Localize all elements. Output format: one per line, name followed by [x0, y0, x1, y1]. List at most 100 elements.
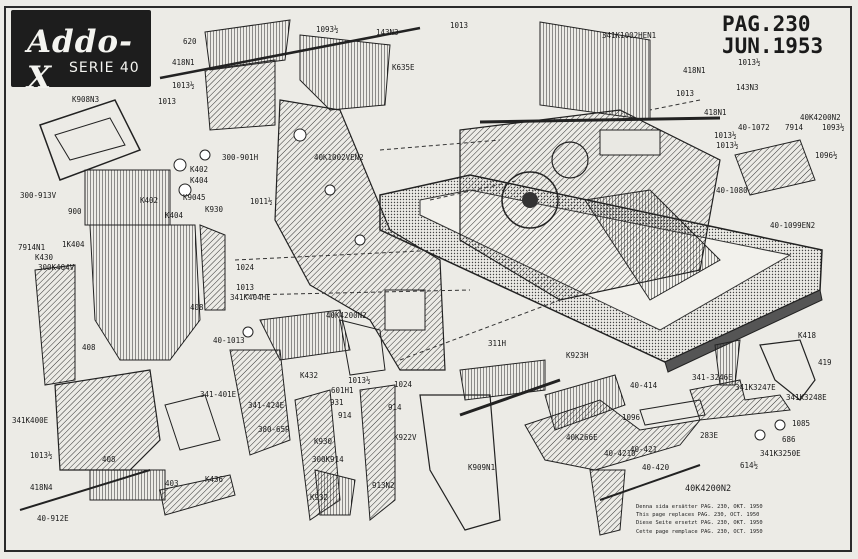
note-row: This page replaces PAG. 230, OCT. 1950 [636, 511, 763, 519]
part-label: K909N1 [468, 463, 495, 472]
note-text: Cette page remplace [636, 528, 698, 535]
page-date: JUN.1953 [722, 34, 824, 58]
part-label: 341K400E [12, 416, 49, 425]
part-label: 620 [183, 37, 197, 46]
part-label: 1013½ [172, 81, 195, 90]
part-label: 341K1002HEN1 [602, 31, 656, 40]
part-label: 40-1080 [716, 186, 748, 195]
key-plate [524, 374, 706, 536]
part-label: 1096 [622, 413, 641, 422]
part-label: 283E [700, 431, 719, 440]
part-label: 1093½ [316, 25, 339, 34]
key-bracket [39, 99, 142, 181]
part-label: K923H [566, 351, 589, 360]
part-label: K930 [205, 205, 224, 214]
part-label: 40-1099EN2 [770, 221, 815, 230]
part-label: 1013 [450, 21, 468, 30]
part-label: 40K1002VEN2 [314, 153, 364, 162]
note-text: Diese Seite ersetzt [636, 520, 698, 527]
part-label: 40K4200N2 [326, 311, 367, 320]
part-label: 1024 [236, 263, 255, 272]
main-mechanism-assembly [459, 21, 721, 301]
part-label: 1096½ [815, 151, 838, 160]
part-label: 341K3250E [760, 449, 801, 458]
part-label: K402 [190, 165, 208, 174]
part-label: 40-420 [642, 463, 670, 472]
note-ref: PAG. 230, OCT. 1950 [700, 528, 763, 535]
part-label: 408 [102, 455, 116, 464]
part-label: 403 [165, 479, 179, 488]
part-label: 300K914 [312, 455, 344, 464]
note-row: Denna sida ersätter PAG. 230, OKT. 1950 [636, 503, 763, 511]
side-plate [274, 99, 446, 371]
part-label: 1013½ [30, 451, 53, 460]
note-row: Cette page remplace PAG. 230, OCT. 1950 [636, 528, 763, 536]
middle-linkage [229, 309, 386, 456]
part-label: 686 [782, 435, 796, 444]
part-label: 300K404V [38, 263, 75, 272]
part-label: K432 [300, 371, 318, 380]
part-label: 914 [388, 403, 402, 412]
part-label: 418N1 [172, 58, 195, 67]
part-label: 1024 [394, 380, 413, 389]
part-label: 1013½ [738, 58, 761, 67]
part-label: 40-1013 [213, 336, 245, 345]
part-label: 341K3248E [786, 393, 827, 402]
part-label: 614½ [740, 461, 759, 470]
part-label: 40-912E [37, 514, 69, 523]
part-label: 1013 [158, 97, 176, 106]
part-label: 1011½ [250, 197, 273, 206]
part-label: 900 [68, 207, 82, 216]
sector-gears [84, 149, 211, 226]
part-label: 914 [338, 411, 352, 420]
part-label: 408 [82, 343, 96, 352]
logo-name: Addo-X [27, 24, 133, 96]
part-label: 7914 [785, 123, 804, 132]
part-label: 40-4210 [604, 449, 636, 458]
part-label: K404 [190, 176, 209, 185]
part-label: K404 [165, 211, 184, 220]
note-ref: PAG. 230, OKT. 1950 [700, 520, 763, 527]
part-label: K418 [798, 331, 817, 340]
logo-series: SERIE 40 [69, 60, 140, 76]
part-label: 143N3 [736, 83, 759, 92]
part-label: 143N3 [376, 28, 399, 37]
part-label: K9045 [183, 193, 206, 202]
part-label: 418N4 [30, 483, 53, 492]
part-label: K922V [394, 433, 417, 442]
part-labels: 620 1093½ 143N3 1013 418N1 1013½ 1013 K6… [12, 21, 845, 523]
part-label: 1093½ [822, 123, 845, 132]
part-label: K635E [392, 63, 415, 72]
part-label: 341-3246E [692, 373, 733, 382]
part-label: 341-424E [248, 401, 285, 410]
part-label: K402 [140, 196, 158, 205]
part-label: 1085 [792, 419, 810, 428]
part-label: 40-1072 [738, 123, 770, 132]
part-label: 300-913V [20, 191, 57, 200]
part-label: 7914N1 [18, 243, 45, 252]
replacement-note: Denna sida ersätter PAG. 230, OKT. 1950 … [636, 503, 763, 536]
part-label: 418N1 [704, 108, 727, 117]
shaft-assembly [459, 359, 561, 417]
page-border [4, 6, 852, 552]
assembly-lines [234, 99, 701, 361]
note-text: This page replaces [636, 512, 695, 519]
addo-x-logo: Addo-X SERIE 40 [11, 10, 151, 96]
part-label: 418N1 [683, 66, 706, 75]
part-label: 913N2 [372, 481, 395, 490]
part-label: 341-401E [200, 390, 237, 399]
part-label: 1013 [236, 283, 254, 292]
part-label: 300-901H [222, 153, 259, 162]
part-label: K436 [205, 475, 224, 484]
right-bracket-parts [689, 139, 816, 441]
note-ref: PAG. 230, OKT. 1950 [700, 504, 763, 510]
part-label: 1013½ [716, 141, 739, 150]
part-label: 1013½ [348, 376, 371, 385]
part-label: 1K404 [62, 240, 85, 249]
lower-left-frame [19, 369, 236, 516]
note-text: Denna sida ersätter [636, 504, 698, 510]
part-label: K430 [35, 253, 54, 262]
part-label: K930 [314, 437, 333, 446]
